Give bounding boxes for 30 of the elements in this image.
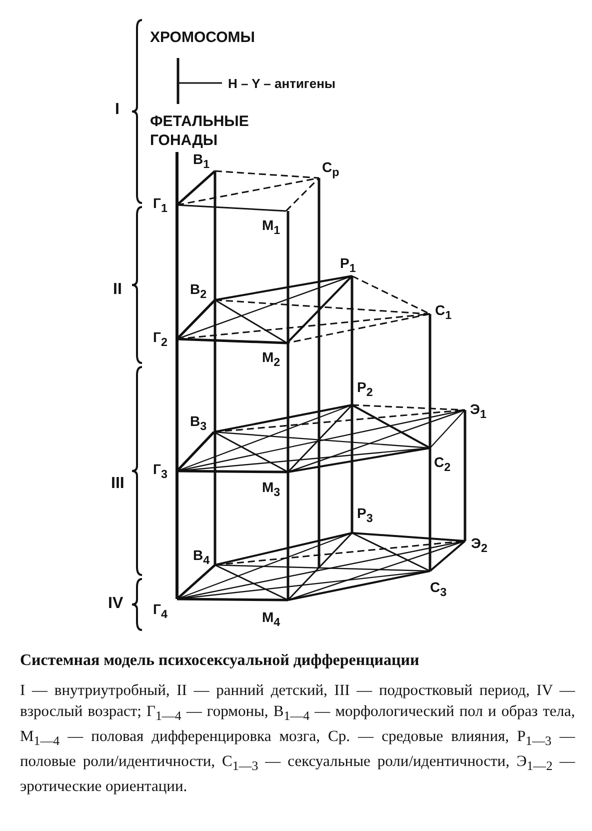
vertex-label: В$_{1}$: [193, 152, 210, 172]
vertex-label: С$_{1}$: [435, 303, 452, 323]
vertex-label: М$_{4}$: [262, 610, 280, 630]
period-numeral: III: [111, 476, 124, 491]
label-text: H – Y – антигены: [228, 76, 336, 91]
period-numeral: IV: [108, 596, 124, 611]
period-numeral: I: [115, 102, 120, 117]
vertex-label: Э$_{1}$: [470, 402, 486, 422]
vertex-label: С$_{3}$: [430, 580, 447, 600]
vertex-label: С$_{р}$: [322, 160, 340, 180]
vertex-label: Р$_{3}$: [357, 506, 373, 526]
vertex-label: В$_{4}$: [193, 548, 210, 568]
vertex-label: Э$_{2}$: [471, 536, 488, 556]
vertex-label: Г$_{2}$: [153, 330, 168, 350]
caption-paragraph: I — внутриутробный, II — ранний детский, III — подростковый период, IV — взрослый возраст; Г$_{1—4}$ — гормоны, В$_{1—4}$ — морфологический пол и образ тела, М$_{1—4}$ — половая дифференцировка мозга, Ср. — средовые влияния, Р$_{1—3}$ — половые роли/идентичности, С$_{1—3}$ — сексуальные роли/идентичности, Э$_{1—2}$ — эротические ориентации.: [20, 681, 575, 798]
label-text: ХРОМОСОМЫ: [150, 30, 255, 45]
label-text: ФЕТАЛЬНЫЕ ГОНАДЫ: [150, 112, 250, 150]
vertex-label: М$_{1}$: [262, 218, 280, 238]
caption-title: Системная модель психосексуальной дифференциации: [20, 652, 420, 670]
vertex-label: Р$_{2}$: [357, 380, 373, 400]
vertex-label: Г$_{1}$: [153, 196, 168, 216]
vertex-label: В$_{2}$: [190, 282, 207, 302]
vertex-label: С$_{2}$: [434, 455, 451, 475]
vertex-label: М$_{3}$: [262, 480, 280, 500]
vertex-label: Р$_{1}$: [340, 256, 356, 276]
vertex-label: М$_{2}$: [262, 350, 280, 370]
vertex-label: Г$_{3}$: [153, 462, 168, 482]
period-numeral: II: [113, 282, 122, 297]
vertex-label: В$_{3}$: [190, 414, 207, 434]
vertex-label: Г$_{4}$: [153, 602, 168, 622]
